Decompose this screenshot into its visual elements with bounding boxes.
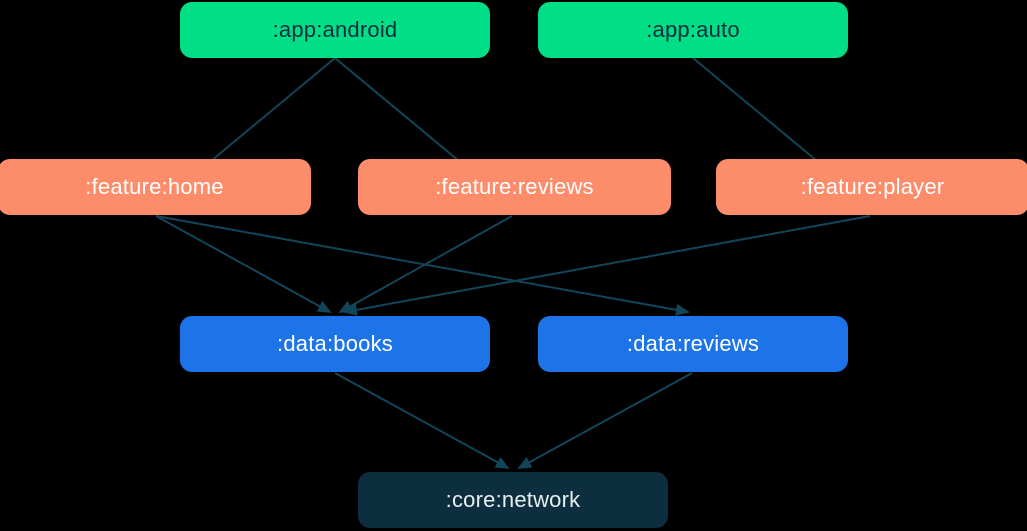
node-app-android[interactable]: :app:android: [180, 2, 490, 58]
edge-feature-home-to-data-reviews: [155, 215, 690, 316]
node-label: :app:android: [272, 17, 398, 42]
edge-feature-home-to-data-books: [155, 215, 332, 313]
node-label: :core:network: [445, 487, 581, 512]
edge-feature-player-to-data-books: [343, 215, 871, 316]
node-feature-home[interactable]: :feature:home: [0, 159, 311, 215]
edge-group: [155, 57, 872, 469]
edge-feature-reviews-to-data-books: [338, 215, 513, 313]
node-label: :data:books: [277, 331, 393, 356]
edge-data-books-to-core-network: [334, 372, 510, 469]
node-label: :feature:reviews: [435, 174, 594, 199]
node-label: :data:reviews: [626, 331, 760, 356]
node-feature-player[interactable]: :feature:player: [716, 159, 1027, 215]
edge-data-reviews-to-core-network: [517, 372, 693, 469]
node-label: :app:auto: [646, 17, 740, 42]
node-label: :feature:home: [85, 174, 224, 199]
node-label: :feature:player: [800, 174, 945, 199]
node-app-auto[interactable]: :app:auto: [538, 2, 848, 58]
node-core-network[interactable]: :core:network: [358, 472, 668, 528]
node-data-reviews[interactable]: :data:reviews: [538, 316, 848, 372]
node-feature-reviews[interactable]: :feature:reviews: [358, 159, 671, 215]
node-data-books[interactable]: :data:books: [180, 316, 490, 372]
